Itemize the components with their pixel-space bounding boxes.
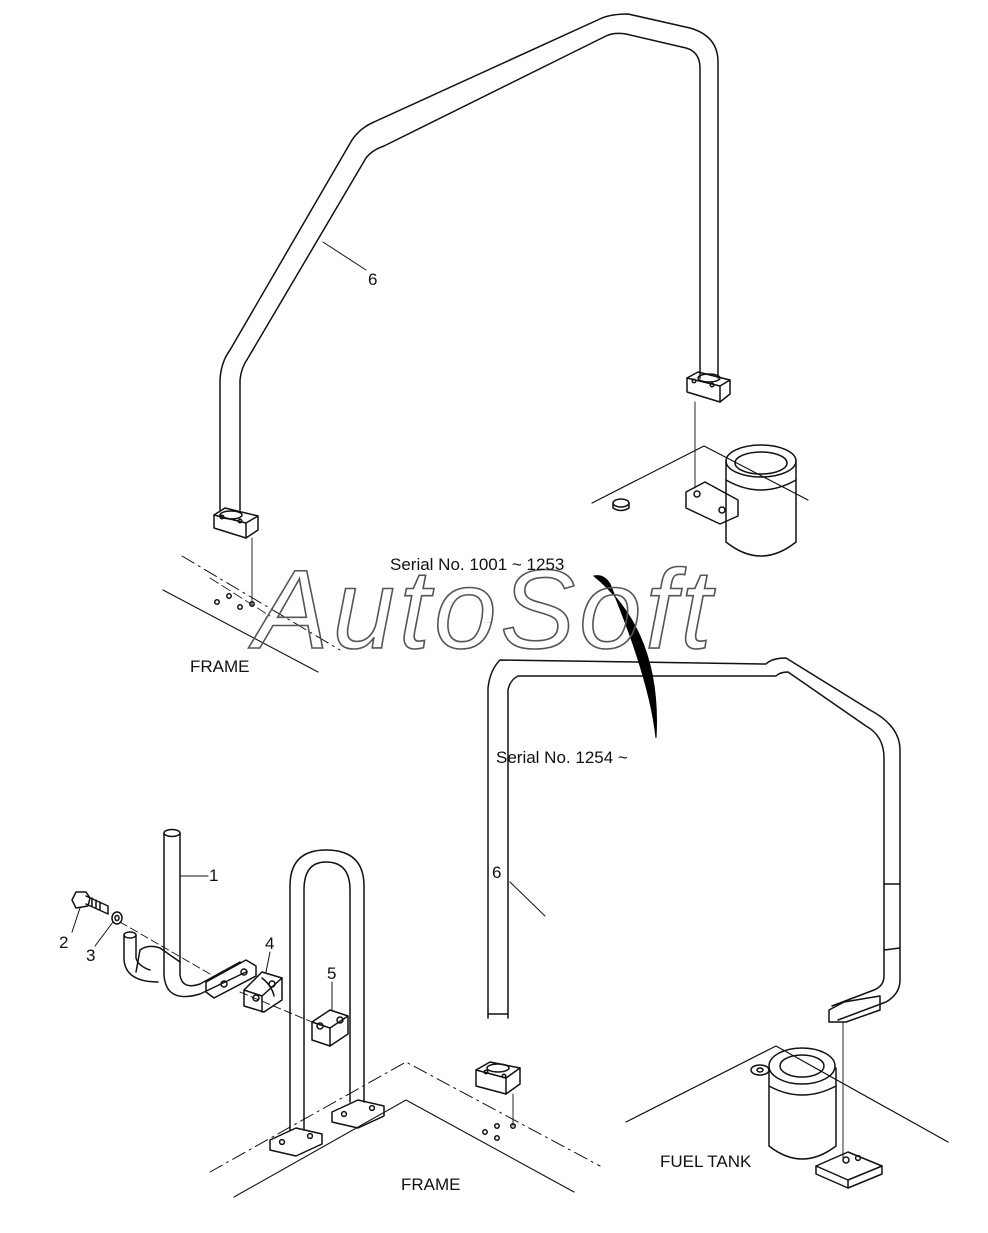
leader-lines: [71, 241, 546, 1011]
watermark-text: AutoSoft: [248, 547, 716, 672]
callout-3: 3: [86, 946, 95, 965]
callout-4: 4: [265, 934, 274, 953]
frame-label-top: FRAME: [190, 657, 250, 676]
frame-bottom: [209, 1061, 601, 1198]
callout-6-bottom: 6: [492, 863, 501, 882]
frame-label-bottom: FRAME: [401, 1175, 461, 1194]
handrail-bottom: [475, 657, 901, 1159]
frame-top: [162, 555, 341, 673]
serial-new-label: Serial No. 1254 ~: [496, 748, 628, 767]
serial-old-label: Serial No. 1001 ~ 1253: [390, 555, 564, 574]
clamp-part-4: [243, 971, 283, 1013]
tiny-blue-mark: · ···: [484, 620, 492, 626]
callout-5: 5: [327, 964, 336, 983]
callout-2: 2: [59, 933, 68, 952]
clamp-part-5: [311, 1009, 349, 1047]
grab-handle-part-1: [123, 828, 257, 999]
step-handle-frame: [269, 849, 385, 1157]
handrail-top: [213, 13, 731, 605]
fuel-tank-bottom: [625, 1045, 949, 1189]
change-arrow: [592, 575, 657, 739]
bolt-part-2: [71, 891, 109, 915]
fuel-tank-top: [591, 444, 809, 557]
callout-1: 1: [209, 866, 218, 885]
washer-part-3: [111, 911, 123, 925]
callout-6-top: 6: [368, 270, 377, 289]
fuel-tank-label: FUEL TANK: [660, 1152, 752, 1171]
